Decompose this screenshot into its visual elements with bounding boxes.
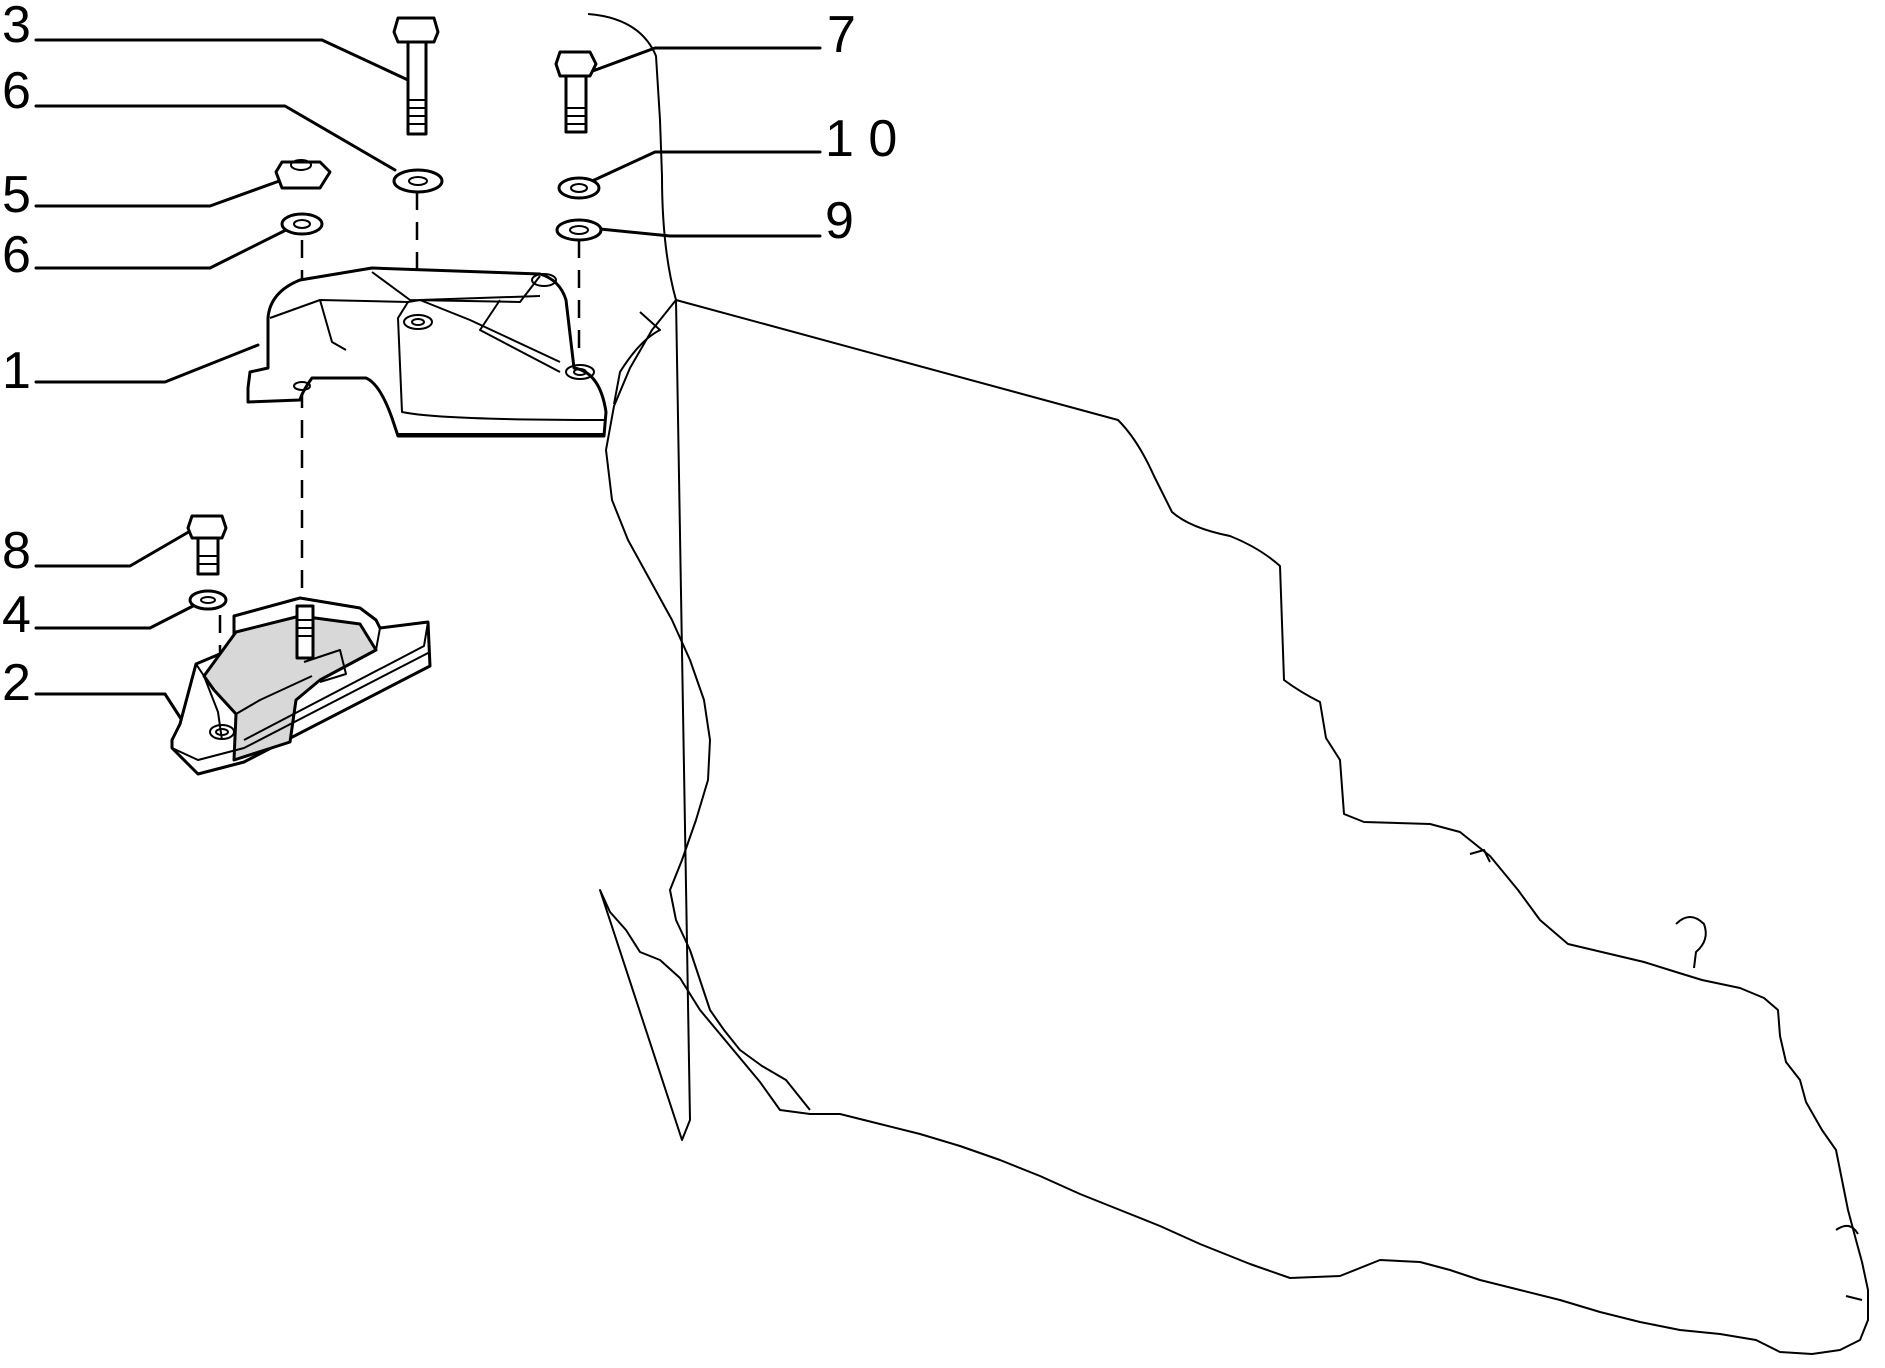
leader-line-1 <box>34 343 260 384</box>
callout-label-1: 1 <box>2 342 31 400</box>
callout-label-8: 8 <box>2 522 31 580</box>
gearbox-outline <box>587 13 1869 1355</box>
bolt-3-icon <box>392 16 440 136</box>
leader-line-8 <box>34 528 194 568</box>
washer-9-icon <box>555 218 603 242</box>
callout-label-6-bottom: 6 <box>2 226 31 284</box>
leader-line-6-bottom <box>34 226 292 270</box>
leader-lines <box>34 38 822 727</box>
leader-line-3 <box>34 38 410 82</box>
callout-label-5: 5 <box>2 166 31 224</box>
bracket-1-icon <box>246 266 608 438</box>
leader-line-7 <box>588 46 822 74</box>
leader-line-9 <box>588 226 822 238</box>
nut-5-icon <box>274 159 332 190</box>
bolt-7-icon <box>554 50 598 134</box>
washer-10-icon <box>557 176 601 200</box>
callout-label-3: 3 <box>2 0 31 54</box>
washer-6-bottom-icon <box>280 212 324 236</box>
leader-line-10 <box>588 150 822 184</box>
callout-label-7: 7 <box>827 6 856 64</box>
washer-6-top-icon <box>392 168 444 194</box>
mount-2-icon <box>170 596 432 776</box>
leader-line-2 <box>34 692 187 727</box>
leader-line-5 <box>34 178 284 208</box>
leader-line-4 <box>34 603 197 630</box>
leader-line-6-top <box>34 104 397 172</box>
callout-label-4: 4 <box>2 586 31 644</box>
callout-label-2: 2 <box>2 654 31 712</box>
washer-4-icon <box>188 589 228 611</box>
callout-label-6-top: 6 <box>2 62 31 120</box>
callout-label-9: 9 <box>825 192 854 250</box>
bolt-8-icon <box>186 514 228 576</box>
callout-label-10: 1 0 <box>825 110 897 168</box>
